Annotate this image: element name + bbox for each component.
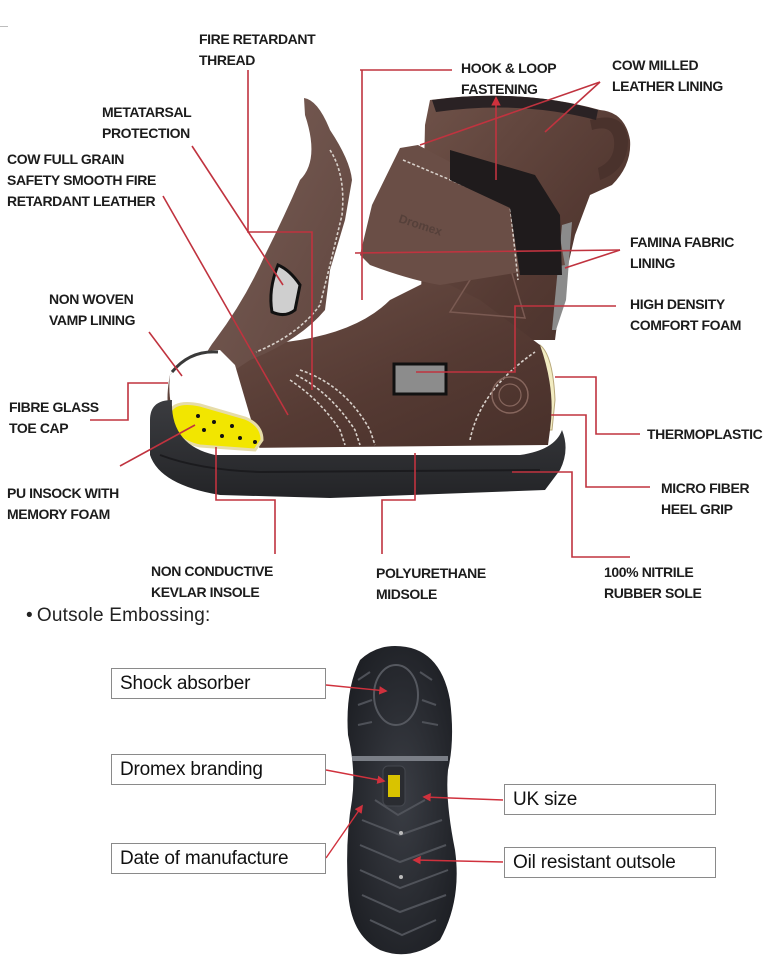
callout-line: HEEL GRIP [661, 501, 733, 517]
callout-line: PU INSOCK WITH [7, 485, 119, 501]
callout-line: THREAD [199, 52, 255, 68]
callout-line: COMFORT FOAM [630, 317, 742, 333]
callout-line: FAMINA FABRIC [630, 234, 734, 250]
callout-line: NON WOVEN [49, 291, 134, 307]
outsole-callout-date-of-manufacture: Date of manufacture [111, 843, 326, 874]
callout-line: KEVLAR INSOLE [151, 584, 260, 600]
outsole-callout-dromex-branding: Dromex branding [111, 754, 326, 785]
callout-nitrile-rubber-sole: 100% NITRILE RUBBER SOLE [604, 562, 702, 604]
callout-line: LEATHER LINING [612, 78, 723, 94]
callout-line: POLYURETHANE [376, 565, 486, 581]
outsole-illustration [347, 646, 457, 955]
boot-shape: Dromex [150, 95, 631, 498]
callout-thermoplastic: THERMOPLASTIC [647, 424, 763, 445]
outsole-callout-uk-size: UK size [504, 784, 716, 815]
callout-line: HOOK & LOOP [461, 60, 557, 76]
callout-famina-fabric-lining: FAMINA FABRIC LINING [630, 232, 734, 274]
callout-cow-full-grain-leather: COW FULL GRAIN SAFETY SMOOTH FIRE RETARD… [7, 149, 156, 212]
callout-line: LINING [630, 255, 676, 271]
callout-non-woven-vamp-lining: NON WOVEN VAMP LINING [49, 289, 135, 331]
callout-line: 100% NITRILE [604, 564, 694, 580]
callout-line: RUBBER SOLE [604, 585, 702, 601]
callout-cow-milled-leather-lining: COW MILLED LEATHER LINING [612, 55, 723, 97]
callout-line: SAFETY SMOOTH FIRE [7, 172, 156, 188]
callout-line: HIGH DENSITY [630, 296, 725, 312]
callout-line: FIBRE GLASS [9, 399, 99, 415]
callout-fire-retardant-thread: FIRE RETARDANT THREAD [199, 29, 316, 71]
callout-fibre-glass-toe-cap: FIBRE GLASS TOE CAP [9, 397, 99, 439]
corner-mark [0, 26, 8, 27]
callout-line: RETARDANT LEATHER [7, 193, 156, 209]
callout-line: COW FULL GRAIN [7, 151, 125, 167]
leader-lines [90, 69, 650, 558]
callout-line: TOE CAP [9, 420, 69, 436]
callout-line: FIRE RETARDANT [199, 31, 316, 47]
outsole-callout-shock-absorber: Shock absorber [111, 668, 326, 699]
bullet-icon: • [26, 605, 33, 626]
callout-line: THERMOPLASTIC [647, 426, 763, 442]
callout-micro-fiber-heel-grip: MICRO FIBER HEEL GRIP [661, 478, 750, 520]
outsole-arrows [325, 684, 504, 865]
callout-line: MICRO FIBER [661, 480, 750, 496]
callout-non-conductive-kevlar-insole: NON CONDUCTIVE KEVLAR INSOLE [151, 561, 273, 603]
section-title-text: Outsole Embossing: [36, 605, 211, 626]
outsole-section-heading: •Outsole Embossing: [26, 605, 211, 627]
callout-line: FASTENING [461, 81, 538, 97]
callout-line: MIDSOLE [376, 586, 437, 602]
outsole-callout-oil-resistant-outsole: Oil resistant outsole [504, 847, 716, 878]
callout-line: PROTECTION [102, 125, 190, 141]
callout-pu-insock-memory-foam: PU INSOCK WITH MEMORY FOAM [7, 483, 119, 525]
callout-polyurethane-midsole: POLYURETHANE MIDSOLE [376, 563, 486, 605]
callout-metatarsal-protection: METATARSAL PROTECTION [102, 102, 192, 144]
callout-line: NON CONDUCTIVE [151, 563, 273, 579]
callout-high-density-comfort-foam: HIGH DENSITY COMFORT FOAM [630, 294, 741, 336]
callout-line: VAMP LINING [49, 312, 136, 328]
callout-line: MEMORY FOAM [7, 506, 110, 522]
callout-line: COW MILLED [612, 57, 699, 73]
callout-hook-loop-fastening: HOOK & LOOP FASTENING [461, 58, 557, 100]
callout-line: METATARSAL [102, 104, 192, 120]
